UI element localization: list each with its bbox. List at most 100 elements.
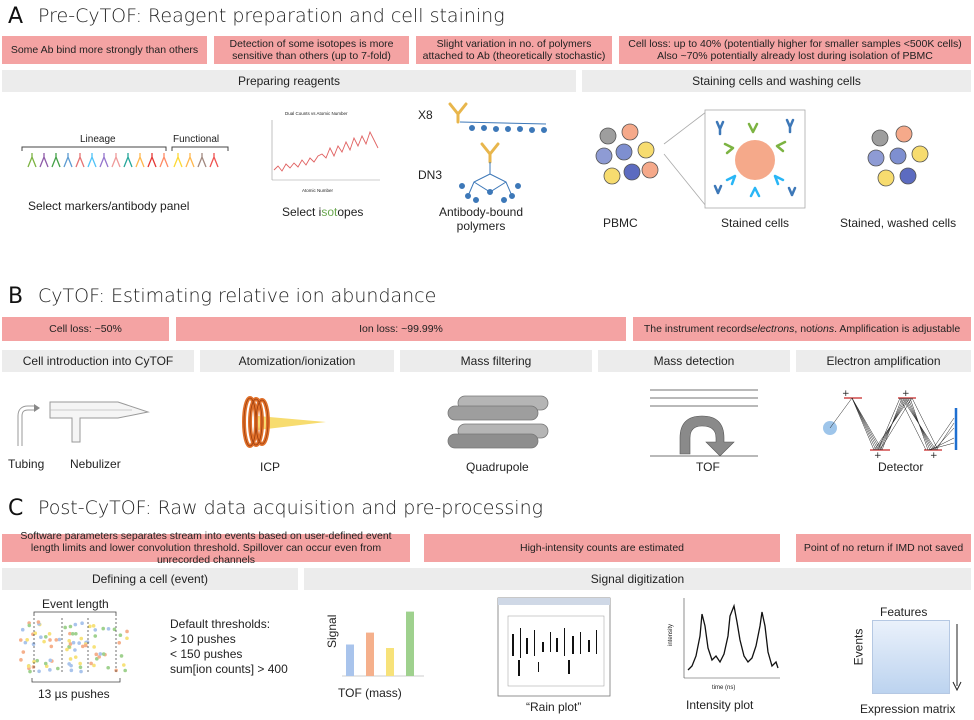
event-dot xyxy=(67,644,71,649)
icp-caption: ICP xyxy=(260,460,281,474)
tof-diagram xyxy=(650,389,758,457)
event-dot xyxy=(122,663,126,667)
washed-cells xyxy=(867,125,929,187)
select-isotopes-caption: Select isotopes xyxy=(282,205,363,219)
event-dot xyxy=(89,661,93,666)
note-software-parameters: Software parameters separates stream int… xyxy=(2,530,410,566)
event-dot xyxy=(97,655,101,659)
washed-cells-caption: Stained, washed cells xyxy=(840,216,957,230)
event-dot xyxy=(43,661,48,666)
note-ion-loss: Ion loss: ~99.99% xyxy=(176,317,626,341)
detector-caption: Detector xyxy=(878,460,924,474)
stage-cell-introduction: Cell introduction into CyTOF xyxy=(2,350,194,372)
event-dot xyxy=(68,631,72,636)
event-dot xyxy=(48,668,52,672)
note-ab-binding: Some Ab bind more strongly than others xyxy=(2,36,207,64)
event-dot xyxy=(101,626,106,631)
svg-text:+: + xyxy=(930,451,938,461)
event-dot xyxy=(98,652,103,656)
header-staining-cells: Staining cells and washing cells xyxy=(582,70,971,92)
records-mid: , not xyxy=(794,323,815,335)
signal-bar xyxy=(386,648,394,676)
event-dot xyxy=(80,644,85,649)
records-post: . Amplification is adjustable xyxy=(834,323,961,335)
threshold-ion-counts: sum[ion counts] > 400 xyxy=(170,662,288,676)
svg-text:+: + xyxy=(902,389,910,399)
event-dot xyxy=(119,654,124,658)
event-dot xyxy=(83,643,88,648)
antibody-polymer-icons xyxy=(448,102,547,203)
event-dot xyxy=(67,639,72,643)
section-c-title: Post-CyTOF: Raw data acquisition and pre… xyxy=(38,497,544,519)
event-dot xyxy=(77,641,81,645)
zoom-lines xyxy=(663,111,707,207)
note-cell-loss-a: Cell loss: up to 40% (potentially higher… xyxy=(619,36,971,64)
pbmc-caption: PBMC xyxy=(603,216,638,230)
event-dot xyxy=(73,648,77,652)
event-dot xyxy=(48,638,52,642)
features-label: Features xyxy=(880,605,928,619)
signal-bar-chart: Signal xyxy=(325,611,424,677)
tubing-caption: Tubing xyxy=(8,457,45,471)
event-dot xyxy=(31,642,36,647)
isotope-mini-chart xyxy=(271,120,380,181)
dn3-label: DN3 xyxy=(418,168,443,182)
icp-torch-diagram xyxy=(242,396,326,448)
quadrupole-diagram xyxy=(447,395,549,449)
expression-matrix xyxy=(872,620,950,694)
event-dot xyxy=(42,639,46,644)
select-isotopes-pre: Select i xyxy=(282,205,322,219)
event-dot xyxy=(19,658,23,662)
threshold-max-pushes: < 150 pushes xyxy=(170,647,243,661)
event-dot xyxy=(28,669,32,674)
event-dot xyxy=(32,659,36,664)
select-isotopes-post: opes xyxy=(337,205,364,219)
event-dot xyxy=(31,665,36,669)
event-dot xyxy=(47,632,52,636)
signal-bar xyxy=(406,611,414,676)
event-dot xyxy=(106,665,110,670)
default-thresholds: Default thresholds: > 10 pushes < 150 pu… xyxy=(170,617,288,677)
event-dot xyxy=(94,652,99,657)
rain-plot-caption: “Rain plot” xyxy=(526,700,582,714)
pbmc-cells xyxy=(595,123,659,185)
note-records-electrons: The instrument records electrons, not io… xyxy=(633,317,971,341)
records-electrons: electrons xyxy=(751,323,795,335)
functional-label: Functional xyxy=(173,134,220,145)
event-dot xyxy=(63,625,67,630)
mini-chart-xlabel: Atomic Number xyxy=(302,188,334,193)
note-cell-loss-b: Cell loss: ~50% xyxy=(2,317,169,341)
event-scatter-diagram xyxy=(18,611,129,683)
event-dot xyxy=(73,622,78,627)
intensity-axis-label: intensity xyxy=(668,623,675,647)
event-dot xyxy=(37,669,41,674)
event-dot xyxy=(23,640,28,645)
event-dot xyxy=(78,665,83,670)
event-dot xyxy=(93,634,98,638)
note-isotope-sensitivity: Detection of some isotopes is more sensi… xyxy=(214,36,409,64)
header-signal-digitization: Signal digitization xyxy=(304,568,971,590)
event-dot xyxy=(79,636,84,641)
event-dot xyxy=(21,650,26,654)
section-b-letter: B xyxy=(8,284,24,309)
event-dot xyxy=(93,628,98,632)
tof-caption: TOF xyxy=(696,460,720,474)
event-dot xyxy=(74,631,78,636)
event-dot xyxy=(88,624,92,629)
tubing-nebulizer-diagram xyxy=(17,401,150,446)
event-dot xyxy=(36,620,41,624)
event-dot xyxy=(101,652,106,656)
event-dot xyxy=(54,638,59,642)
event-dot xyxy=(106,627,111,631)
section-a-letter: A xyxy=(8,4,24,29)
event-dot xyxy=(125,629,129,634)
event-dot xyxy=(56,666,60,671)
stage-atomization: Atomization/ionization xyxy=(200,350,394,372)
svg-text:+: + xyxy=(874,451,882,461)
quadrupole-caption: Quadrupole xyxy=(466,460,529,474)
signal-bar xyxy=(346,644,354,676)
event-dot xyxy=(65,647,69,652)
event-length-label: Event length xyxy=(42,597,109,611)
event-dot xyxy=(73,655,78,659)
section-a-title: Pre-CyTOF: Reagent preparation and cell … xyxy=(38,5,505,27)
